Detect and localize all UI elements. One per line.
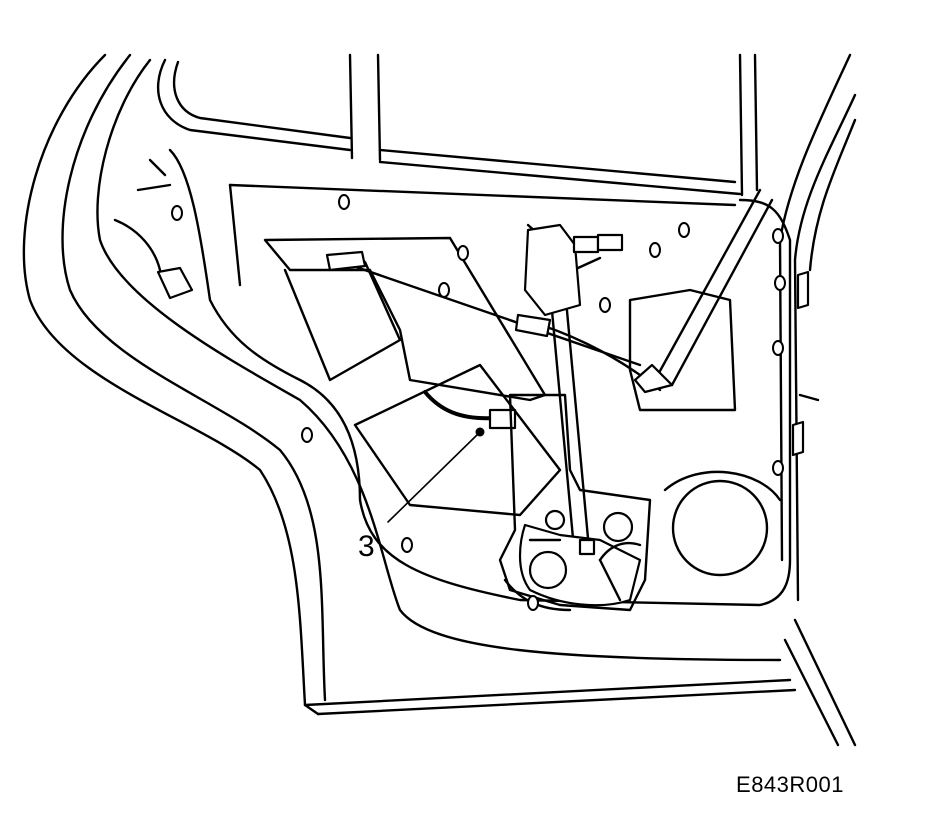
side-bracket	[156, 266, 194, 300]
lower-cutout	[353, 363, 562, 517]
callout-leader	[387, 433, 479, 523]
callout-number: 3	[358, 530, 375, 563]
inner-cutout-left	[283, 260, 402, 382]
wiring-harness	[423, 390, 497, 421]
door-outer-frame	[22, 53, 797, 716]
window-frame	[156, 53, 857, 602]
regulator-motor	[498, 393, 652, 612]
upper-cutout	[263, 236, 547, 402]
cable-upper	[328, 256, 642, 367]
figure-code: E843R001	[736, 772, 844, 797]
speaker-opening	[671, 479, 769, 577]
regulator-arm	[628, 188, 774, 412]
mounting-holes	[171, 194, 786, 611]
regulator-rail	[523, 223, 624, 562]
connector-3	[488, 408, 517, 430]
inner-panel	[136, 148, 792, 607]
